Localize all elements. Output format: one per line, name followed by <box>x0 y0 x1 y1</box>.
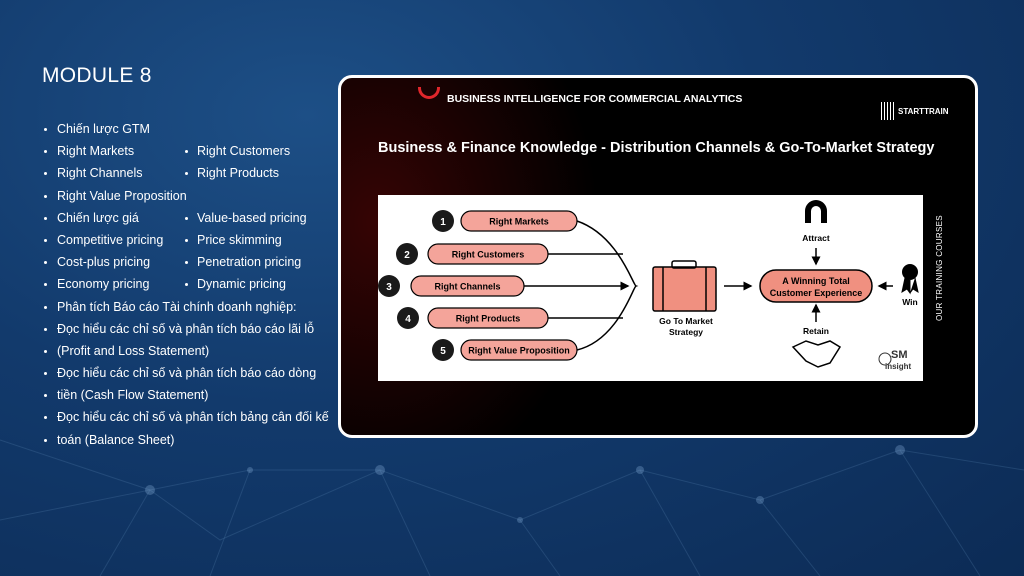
handshake-icon <box>791 340 842 368</box>
goal-line-1: A Winning Total <box>782 276 849 286</box>
bullet-icon <box>185 172 188 176</box>
bullet-icon <box>44 194 47 198</box>
step-label: Right Products <box>456 314 521 324</box>
step-number-badge <box>432 339 454 361</box>
topic-item: Economy pricing <box>57 277 150 292</box>
course-thumbnail-card[interactable]: BUSINESS INTELLIGENCE FOR COMMERCIAL ANA… <box>338 75 978 438</box>
strategy-label-2: Strategy <box>669 327 703 337</box>
step-3: 3 Right Channels <box>378 275 525 297</box>
briefcase-icon <box>652 260 717 312</box>
bullet-icon <box>185 238 188 242</box>
bullet-icon <box>44 172 47 176</box>
bullet-icon <box>185 283 188 287</box>
topic-item: Right Markets <box>57 144 135 159</box>
step-number: 1 <box>440 217 446 228</box>
bullet-icon <box>44 394 47 398</box>
step-5: 5 Right Value Proposition <box>432 339 578 361</box>
starttrain-logo: STARTTRAIN <box>881 102 949 120</box>
topic-item: Đọc hiểu các chỉ số và phân tích báo cáo… <box>57 366 317 381</box>
step-number: 2 <box>404 250 410 261</box>
bullet-icon <box>44 416 47 420</box>
module-title: MODULE 8 <box>42 64 152 87</box>
topic-item: Cost-plus pricing <box>57 255 151 270</box>
step-number-badge <box>432 210 454 232</box>
bullet-icon <box>44 305 47 309</box>
bullet-icon <box>44 327 47 331</box>
topic-item: Competitive pricing <box>57 232 164 247</box>
bullet-icon <box>44 438 47 442</box>
topic-item: (Profit and Loss Statement) <box>57 343 210 358</box>
step-pill <box>460 210 578 232</box>
step-label: Right Markets <box>489 217 549 227</box>
topic-item: Value-based pricing <box>197 210 307 225</box>
step-number-badge <box>397 307 419 329</box>
bullet-icon <box>44 238 47 242</box>
sm-insight-logo: SM insight <box>878 349 912 371</box>
topic-item: Đọc hiểu các chỉ số và phân tích báo cáo… <box>57 321 315 336</box>
step-2: 2 Right Customers <box>396 243 549 265</box>
bullet-icon <box>44 216 47 220</box>
bullet-icon <box>44 283 47 287</box>
bullet-icon <box>44 372 47 376</box>
brand-arc-logo-icon <box>418 87 440 99</box>
topic-item: Dynamic pricing <box>197 277 286 292</box>
topic-item: tiền (Cash Flow Statement) <box>57 388 209 403</box>
topic-item: Chiến lược giá <box>57 210 139 225</box>
step-pill <box>410 275 525 297</box>
bullet-icon <box>185 216 188 220</box>
brand-name: STARTTRAIN <box>898 106 949 116</box>
magnet-icon <box>805 200 827 223</box>
topic-item: Right Customers <box>197 144 291 159</box>
topic-item: Right Channels <box>57 166 143 181</box>
step-number-badge <box>378 275 400 297</box>
step-pill <box>427 307 549 329</box>
topic-item: Chiến lược GTM <box>57 122 150 136</box>
topic-item: Right Value Proposition <box>57 188 187 203</box>
gtm-diagram: 1 Right Markets 2 Right Customers 3 Righ… <box>378 195 923 381</box>
side-label: OUR TRAINING COURSES <box>935 215 944 321</box>
bullet-icon <box>44 128 47 131</box>
bullet-icon <box>44 349 47 353</box>
step-4: 4 Right Products <box>397 307 549 329</box>
topic-item: Right Products <box>197 166 279 181</box>
step-number: 5 <box>440 346 446 357</box>
topic-item: Penetration pricing <box>197 255 302 270</box>
step-pill <box>427 243 549 265</box>
topic-item: Phân tích Báo cáo Tài chính doanh nghiệp… <box>57 299 297 314</box>
bullet-icon <box>44 261 47 265</box>
step-number: 4 <box>405 314 411 325</box>
step-label: Right Value Proposition <box>468 346 570 356</box>
svg-text:SM: SM <box>891 349 908 361</box>
topic-item: Đọc hiểu các chỉ số và phân tích bảng câ… <box>57 410 329 425</box>
topic-item: toán (Balance Sheet) <box>57 432 175 447</box>
step-number: 3 <box>386 282 392 293</box>
barcode-logo-icon <box>881 102 895 120</box>
card-subtitle: Business & Finance Knowledge - Distribut… <box>378 140 935 156</box>
step-1: 1 Right Markets <box>432 210 578 232</box>
topic-item: Price skimming <box>197 232 282 247</box>
retain-label: Retain <box>803 326 829 336</box>
card-header: BUSINESS INTELLIGENCE FOR COMMERCIAL ANA… <box>447 93 743 105</box>
strategy-label-1: Go To Market <box>659 316 713 326</box>
step-label: Right Channels <box>434 282 500 292</box>
attract-label: Attract <box>802 233 830 243</box>
step-number-badge <box>396 243 418 265</box>
bullet-icon <box>185 261 188 265</box>
award-ribbon-icon <box>901 264 919 295</box>
bullet-icon <box>185 150 188 154</box>
goal-box <box>759 269 873 303</box>
svg-text:insight: insight <box>885 362 912 371</box>
step-pill <box>460 339 578 361</box>
goal-line-2: Customer Experience <box>770 288 863 298</box>
bullet-icon <box>44 150 47 154</box>
win-label: Win <box>902 297 918 307</box>
step-label: Right Customers <box>452 250 525 260</box>
